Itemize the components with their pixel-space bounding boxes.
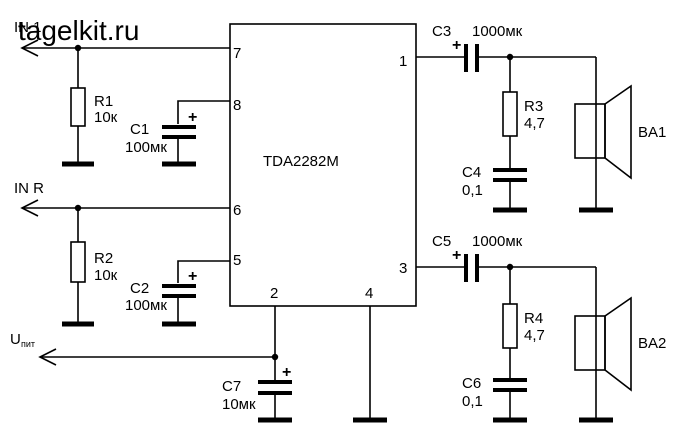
c1-ref: C1: [130, 121, 149, 138]
watermark: tagelkit.ru: [18, 15, 139, 46]
supply-label: U: [10, 331, 21, 348]
r3-ref: R3: [524, 98, 543, 115]
c1-value: 100мк: [125, 139, 167, 156]
c6-ref: C6: [462, 375, 481, 392]
pin-1-label: 1: [399, 53, 407, 70]
c1-plus: +: [188, 109, 197, 126]
capacitor-c2: [162, 260, 230, 327]
c5-value: 1000мк: [472, 233, 523, 250]
supply-label-sub: пит: [21, 339, 35, 349]
c2-plus: +: [188, 268, 197, 285]
speaker-ba1: [574, 84, 632, 180]
c7-value: 10мк: [222, 396, 256, 413]
resistor-r3: [502, 91, 518, 137]
r1-ref: R1: [94, 93, 113, 110]
ic-body: [229, 23, 417, 307]
pin-5-label: 5: [233, 252, 241, 269]
r2-value: 10к: [94, 267, 118, 284]
c2-ref: C2: [130, 280, 149, 297]
pin-7-label: 7: [233, 45, 241, 62]
c3-ref: C3: [432, 23, 451, 40]
c4-ref: C4: [462, 164, 481, 181]
resistor-r4: [502, 303, 518, 349]
speaker-ba2: [574, 296, 632, 392]
c2-value: 100мк: [125, 297, 167, 314]
pin-3-label: 3: [399, 260, 407, 277]
input-1-circuit: [20, 39, 230, 167]
resistor-r1: [70, 87, 86, 127]
pin-4-label: 4: [365, 285, 373, 302]
c3-plus: +: [452, 37, 461, 54]
output-2-circuit: [416, 254, 613, 423]
c6-value: 0,1: [462, 393, 483, 410]
r4-ref: R4: [524, 310, 543, 327]
ic-label: TDA2282M: [263, 153, 339, 170]
r1-value: 10к: [94, 109, 118, 126]
input-r-label: IN R: [14, 180, 44, 197]
r3-value: 4,7: [524, 115, 545, 132]
c4-value: 0,1: [462, 182, 483, 199]
pin-6-label: 6: [233, 202, 241, 219]
power-circuit: [38, 306, 387, 423]
c7-ref: C7: [222, 378, 241, 395]
input-1-label: IN 1: [14, 19, 42, 36]
output-1-circuit: [416, 44, 613, 213]
c5-plus: +: [452, 247, 461, 264]
capacitor-c1: [162, 100, 230, 167]
resistor-r2: [70, 241, 86, 283]
pin-8-label: 8: [233, 97, 241, 114]
ba2-ref: BA2: [638, 335, 666, 352]
c7-plus: +: [282, 364, 291, 381]
c5-ref: C5: [432, 233, 451, 250]
ba1-ref: BA1: [638, 124, 666, 141]
c3-value: 1000мк: [472, 23, 523, 40]
pin-2-label: 2: [270, 285, 278, 302]
r2-ref: R2: [94, 250, 113, 267]
r4-value: 4,7: [524, 327, 545, 344]
input-r-circuit: [20, 199, 230, 327]
